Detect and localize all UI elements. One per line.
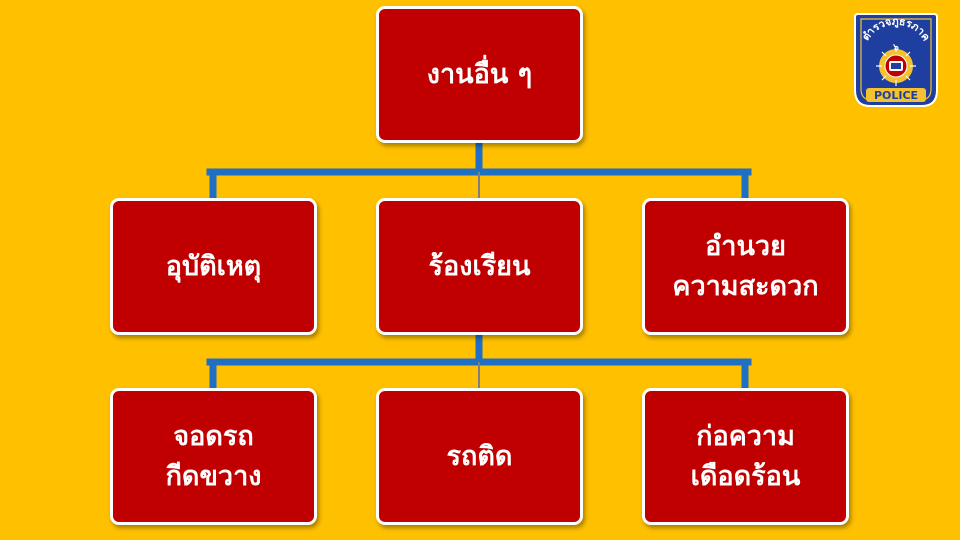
node-label: อุบัติเหตุ: [165, 250, 262, 282]
node-accident: อุบัติเหตุ: [110, 198, 317, 335]
node-other-tasks: งานอื่น ๆ: [376, 6, 583, 143]
node-traffic-jam: รถติด: [376, 388, 583, 525]
svg-text:POLICE: POLICE: [874, 89, 918, 102]
node-obstructive-parking: จอดรถ กีดขวาง: [110, 388, 317, 525]
node-disturbance: ก่อความ เดือดร้อน: [642, 388, 849, 525]
node-label-line-1: ก่อความ: [696, 420, 795, 452]
node-label: ร้องเรียน: [428, 250, 531, 282]
node-complaint: ร้องเรียน: [376, 198, 583, 335]
node-label-line-2: เดือดร้อน: [690, 460, 801, 492]
node-label-line-2: กีดขวาง: [165, 460, 262, 492]
node-label-line-1: อำนวย: [705, 230, 786, 262]
police-emblem-icon: ตำรวจภูธรภาค ๖: [854, 13, 938, 107]
node-facilitation: อำนวย ความสะดวก: [642, 198, 849, 335]
node-label: งานอื่น ๆ: [426, 58, 533, 90]
svg-text:๖: ๖: [892, 43, 899, 53]
node-label-line-1: จอดรถ: [173, 420, 254, 452]
police-emblem-logo: ตำรวจภูธรภาค ๖: [852, 10, 940, 110]
node-label: รถติด: [446, 440, 513, 472]
node-label-line-2: ความสะดวก: [672, 270, 819, 302]
